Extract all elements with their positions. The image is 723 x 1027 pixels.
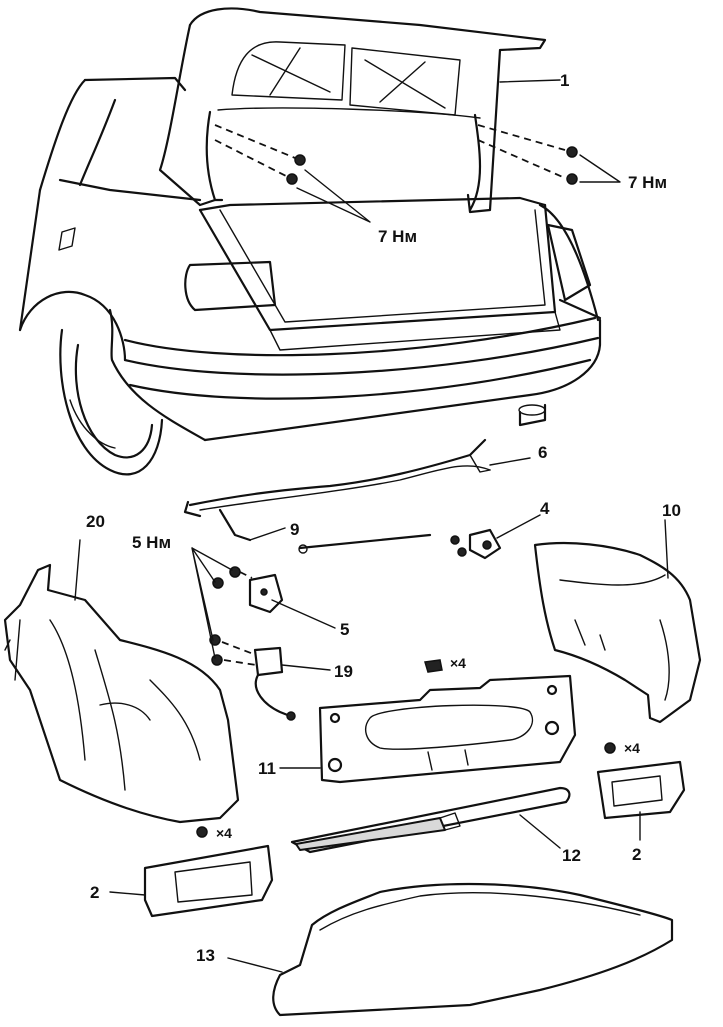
- quantity-label-left: ×4: [216, 825, 232, 841]
- sill-plate: [290, 786, 571, 854]
- callout-4: 4: [540, 499, 550, 518]
- callout-2-left: 2: [90, 883, 100, 902]
- latch-striker: [209, 634, 331, 721]
- wiring-harness: [183, 438, 531, 518]
- left-trunk-trim: [3, 539, 240, 824]
- clip-nut-icon: [424, 659, 443, 673]
- trunk-floor-mat: [227, 882, 674, 1017]
- callout-1: 1: [560, 71, 570, 90]
- torque-label-lock: 5 Нм: [132, 533, 172, 552]
- callout-5: 5: [340, 620, 350, 639]
- callout-13: 13: [196, 946, 215, 965]
- nut-icon: [604, 742, 616, 754]
- callout-20: 20: [86, 512, 105, 531]
- quantity-label-right: ×4: [624, 740, 640, 756]
- quantity-label-center: ×4: [450, 655, 466, 671]
- car-rear-body: [18, 76, 602, 476]
- callout-12: 12: [562, 846, 581, 865]
- callout-10: 10: [662, 501, 681, 520]
- trunk-lid: [158, 7, 621, 223]
- hinge-bolt-icon: [286, 146, 578, 185]
- callout-11: 11: [258, 759, 276, 778]
- trunk-latch: [212, 566, 336, 629]
- callout-6: 6: [538, 443, 548, 462]
- right-tail-lamp: [596, 742, 686, 841]
- torque-label-lid-left: 7 Нм: [378, 227, 418, 246]
- callout-19: 19: [334, 662, 353, 681]
- left-tail-lamp: [109, 826, 274, 918]
- callout-9: 9: [290, 520, 300, 539]
- rear-panel-trim: [279, 659, 577, 784]
- callout-2-right: 2: [632, 845, 642, 864]
- torque-label-lid-right: 7 Нм: [628, 173, 668, 192]
- release-cable: [218, 508, 432, 554]
- nut-icon: [196, 826, 208, 838]
- lock-cylinder: [450, 514, 541, 560]
- right-trunk-trim: [533, 519, 702, 724]
